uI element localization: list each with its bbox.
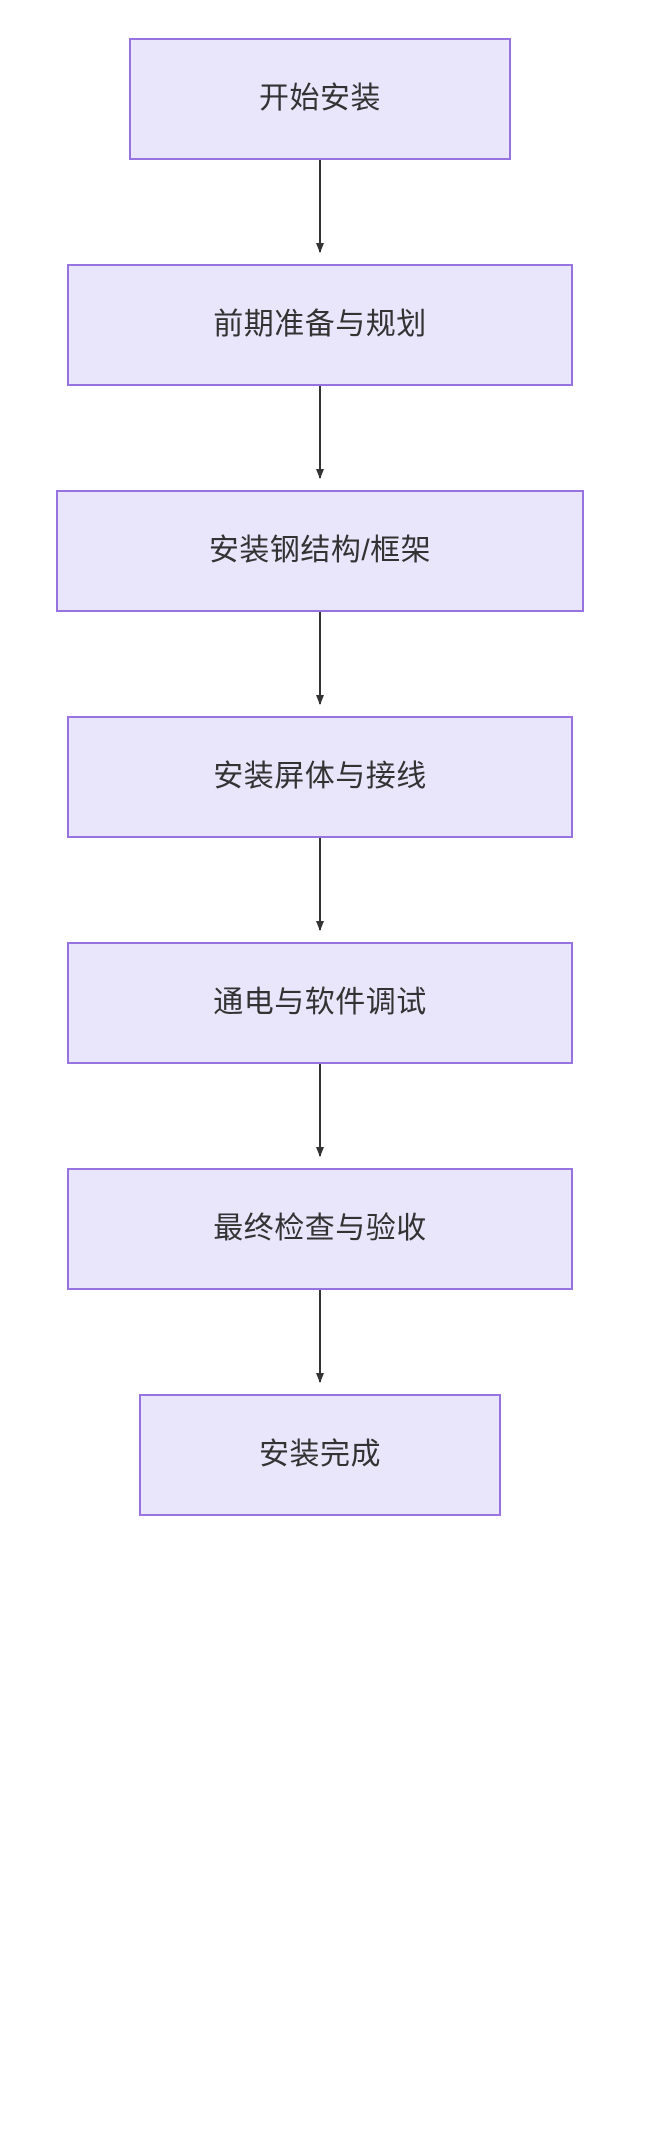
flow-node-label: 安装屏体与接线: [213, 760, 427, 793]
flow-node-start-installation[interactable]: 开始安装: [129, 38, 511, 160]
flow-node-steel-structure-frame[interactable]: 安装钢结构/框架: [56, 490, 584, 612]
flow-node-label: 安装钢结构/框架: [208, 534, 432, 567]
flow-node-label: 通电与软件调试: [213, 986, 427, 1019]
flow-node-power-software-debug[interactable]: 通电与软件调试: [67, 942, 573, 1064]
flow-node-label: 安装完成: [259, 1438, 381, 1471]
flow-node-label: 最终检查与验收: [213, 1212, 427, 1245]
flow-node-installation-complete[interactable]: 安装完成: [139, 1394, 501, 1516]
flow-node-label: 前期准备与规划: [213, 308, 427, 341]
flow-node-screen-wiring[interactable]: 安装屏体与接线: [67, 716, 573, 838]
flow-node-label: 开始安装: [259, 82, 381, 115]
flow-node-preparation-planning[interactable]: 前期准备与规划: [67, 264, 573, 386]
flow-node-final-inspection-acceptance[interactable]: 最终检查与验收: [67, 1168, 573, 1290]
